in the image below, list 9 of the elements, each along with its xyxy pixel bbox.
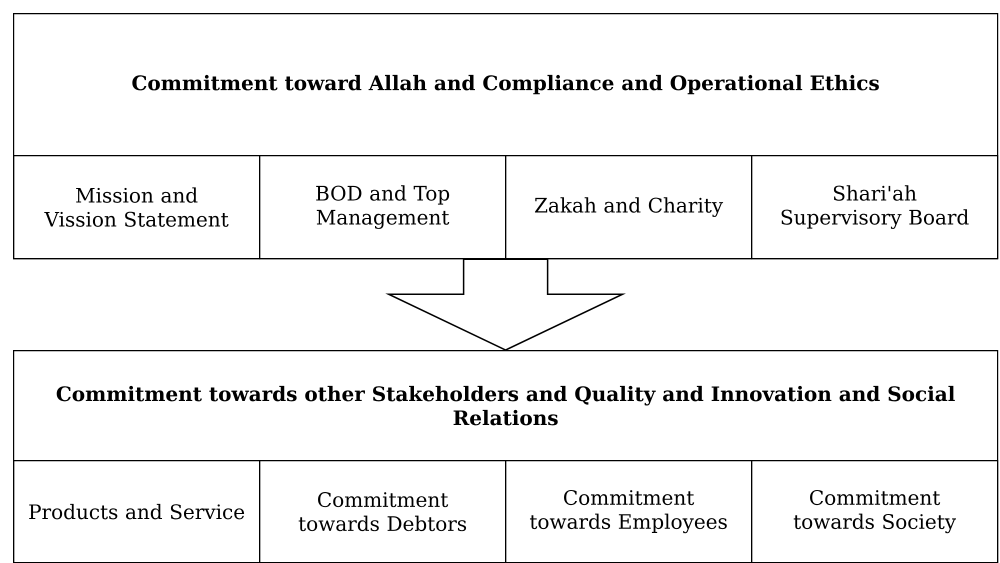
block-arrow: [385, 258, 626, 351]
item-cell: BOD and Top Management: [259, 155, 506, 260]
item-cell: Commitment towards Employees: [505, 460, 752, 563]
item-cell: Mission and Vission Statement: [13, 155, 260, 260]
item-cell: Products and Service: [13, 460, 260, 563]
item-cell: Zakah and Charity: [505, 155, 752, 260]
item-cell: Commitment towards Debtors: [259, 460, 506, 563]
item-cell: Commitment towards Society: [751, 460, 998, 563]
item-cell: Shari'ah Supervisory Board: [751, 155, 998, 260]
